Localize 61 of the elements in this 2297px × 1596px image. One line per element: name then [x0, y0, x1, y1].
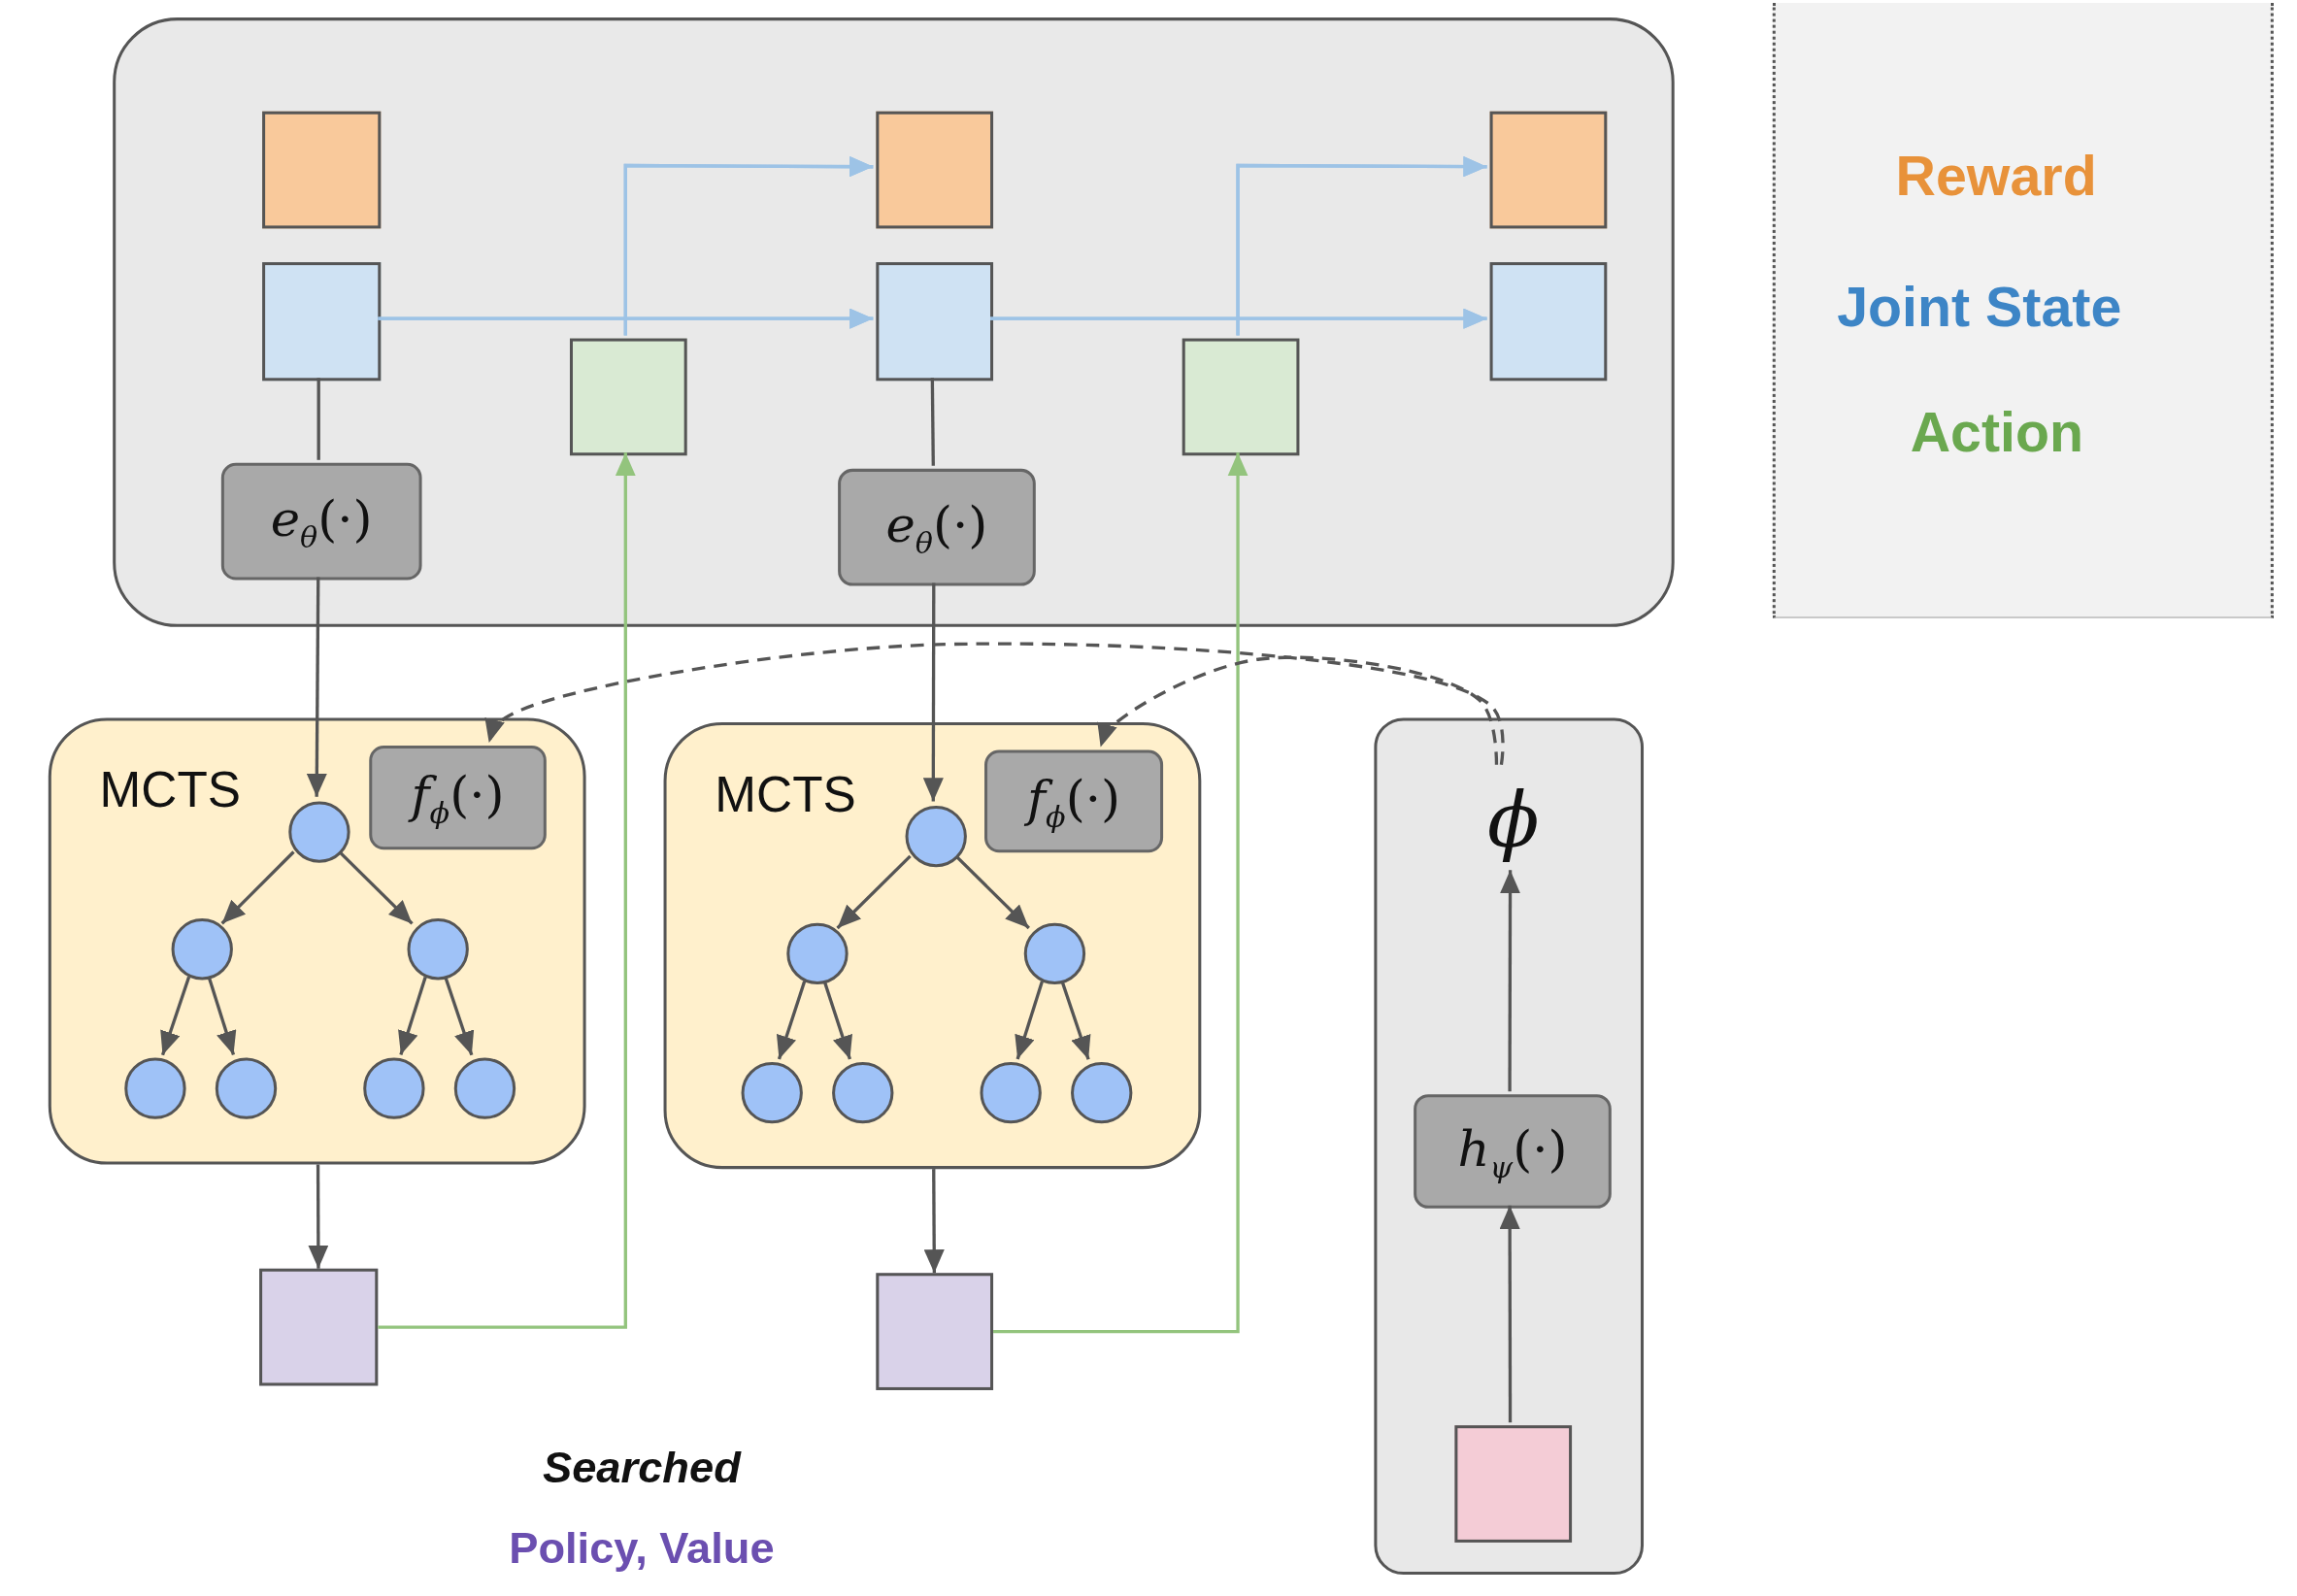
arrow — [954, 854, 1030, 930]
mcts-label: MCTS — [99, 761, 241, 819]
tree-node — [905, 805, 967, 868]
arrow — [923, 1169, 945, 1274]
encoder-box — [838, 468, 1036, 586]
legend-item: Joint State — [1837, 277, 2122, 341]
mcts-panel — [663, 721, 1202, 1170]
arrow — [822, 981, 852, 1060]
tree-node — [171, 918, 233, 981]
reward-square — [1489, 111, 1608, 229]
prediction-box — [369, 746, 547, 850]
tree-node — [288, 801, 350, 863]
connector-line — [930, 378, 935, 466]
arrow — [378, 452, 636, 1329]
arrow — [306, 577, 327, 797]
tree-node — [786, 922, 849, 984]
action-square — [1182, 338, 1300, 456]
caption-text: Searched — [542, 1443, 743, 1493]
arrow — [836, 854, 912, 930]
arrow — [623, 156, 874, 336]
mcts-panel — [48, 717, 586, 1165]
legend-item: Reward — [1895, 145, 2097, 209]
arrow — [160, 976, 191, 1056]
encoder-box — [220, 462, 422, 581]
connector-line — [316, 378, 320, 460]
input-square — [1454, 1425, 1573, 1543]
policy-square — [876, 1273, 994, 1390]
function-label: e$_{θ}$(·) — [885, 494, 988, 560]
function-label: e$_{θ}$(·) — [270, 488, 373, 554]
embedding-box — [1414, 1094, 1612, 1209]
reward-square — [262, 111, 382, 229]
state-square — [1489, 262, 1608, 382]
arrow — [993, 452, 1248, 1334]
action-square — [569, 338, 687, 456]
arrow — [398, 976, 427, 1055]
model-panel — [113, 17, 1675, 627]
arrow — [444, 976, 475, 1056]
arrow — [776, 981, 807, 1060]
embedding-panel — [1374, 717, 1644, 1576]
prediction-box — [984, 749, 1164, 853]
arrow — [1236, 156, 1487, 336]
caption-text: Policy, Value — [508, 1523, 776, 1574]
arrow — [220, 850, 295, 925]
arrow — [1499, 1205, 1520, 1423]
arrow — [1499, 870, 1521, 1092]
arrow — [207, 976, 237, 1055]
phi-label: ϕ — [1486, 776, 1540, 865]
arrow — [1060, 981, 1091, 1060]
state-square — [262, 262, 382, 382]
mcts-label: MCTS — [715, 766, 856, 823]
arrow — [1097, 655, 1499, 765]
arrow — [338, 850, 414, 925]
arrow — [484, 642, 1505, 765]
arrow — [1015, 981, 1044, 1060]
reward-square — [876, 111, 994, 229]
policy-square — [259, 1268, 379, 1386]
legend-item: Action — [1910, 401, 2084, 465]
state-square — [876, 262, 994, 382]
arrow — [308, 1164, 329, 1269]
arrow — [922, 582, 944, 802]
function-label: h$_{ψ}$(·) — [1457, 1118, 1568, 1184]
